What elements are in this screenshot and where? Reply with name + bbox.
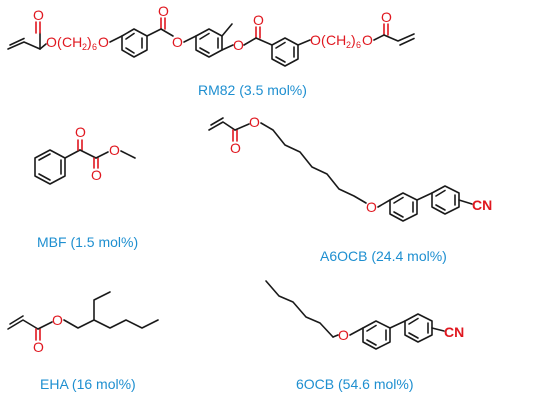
svg-text:2: 2 [346, 40, 351, 50]
rm82-structure: O O ( CH 2 ) 6 O O O O O O [7, 3, 415, 67]
svg-text:CH: CH [62, 34, 82, 50]
a6ocb-ether-o: O [366, 199, 377, 215]
label-eha: EHA (16 mol%) [40, 376, 136, 392]
ocb6-ether-o: O [338, 327, 349, 343]
eha-ester-o: O [52, 312, 63, 328]
a6ocb-nitrile: CN [472, 197, 492, 213]
mbf-ester-carbonyl-o: O [91, 167, 102, 183]
a6ocb-carbonyl-o: O [230, 140, 241, 156]
label-mbf: MBF (1.5 mol%) [37, 234, 139, 250]
rm82-ester-o-1: O [172, 34, 183, 50]
a6ocb-structure: O O O CN [208, 114, 492, 222]
svg-text:2: 2 [82, 42, 87, 52]
label-a6ocb: A6OCB (24.4 mol%) [320, 248, 447, 264]
rm82-carbonyl-o-1: O [158, 3, 169, 19]
eha-carbonyl-o: O [33, 339, 44, 355]
mbf-ester-o: O [109, 142, 120, 158]
label-rm82: RM82 (3.5 mol%) [198, 82, 307, 98]
mbf-ketone-o: O [75, 124, 86, 140]
svg-text:): ) [351, 32, 356, 48]
rm82-ether-o-left: O [98, 34, 109, 50]
ocb6-structure: O CN [265, 280, 464, 350]
rm82-ester-o-2: O [233, 37, 244, 53]
ocb6-nitrile: CN [444, 324, 464, 340]
eha-structure: O O [7, 291, 159, 355]
a6ocb-ester-o: O [249, 114, 260, 130]
label-6ocb: 6OCB (54.6 mol%) [296, 376, 414, 392]
mbf-structure: O O O [34, 124, 136, 185]
svg-text:CH: CH [326, 32, 346, 48]
rm82-carbonyl-o-2: O [253, 12, 264, 28]
svg-text:): ) [87, 34, 92, 50]
rm82-ester-o-right: O [362, 32, 373, 48]
svg-text:6: 6 [356, 40, 361, 50]
svg-text:(: ( [321, 32, 326, 48]
rm82-carbonyl-o-right: O [381, 9, 392, 25]
svg-text:6: 6 [92, 42, 97, 52]
rm82-ester-o-left: O [46, 34, 57, 50]
svg-text:(: ( [57, 34, 62, 50]
rm82-ether-o-right: O [310, 32, 321, 48]
rm82-carbonyl-o-left: O [33, 7, 44, 23]
